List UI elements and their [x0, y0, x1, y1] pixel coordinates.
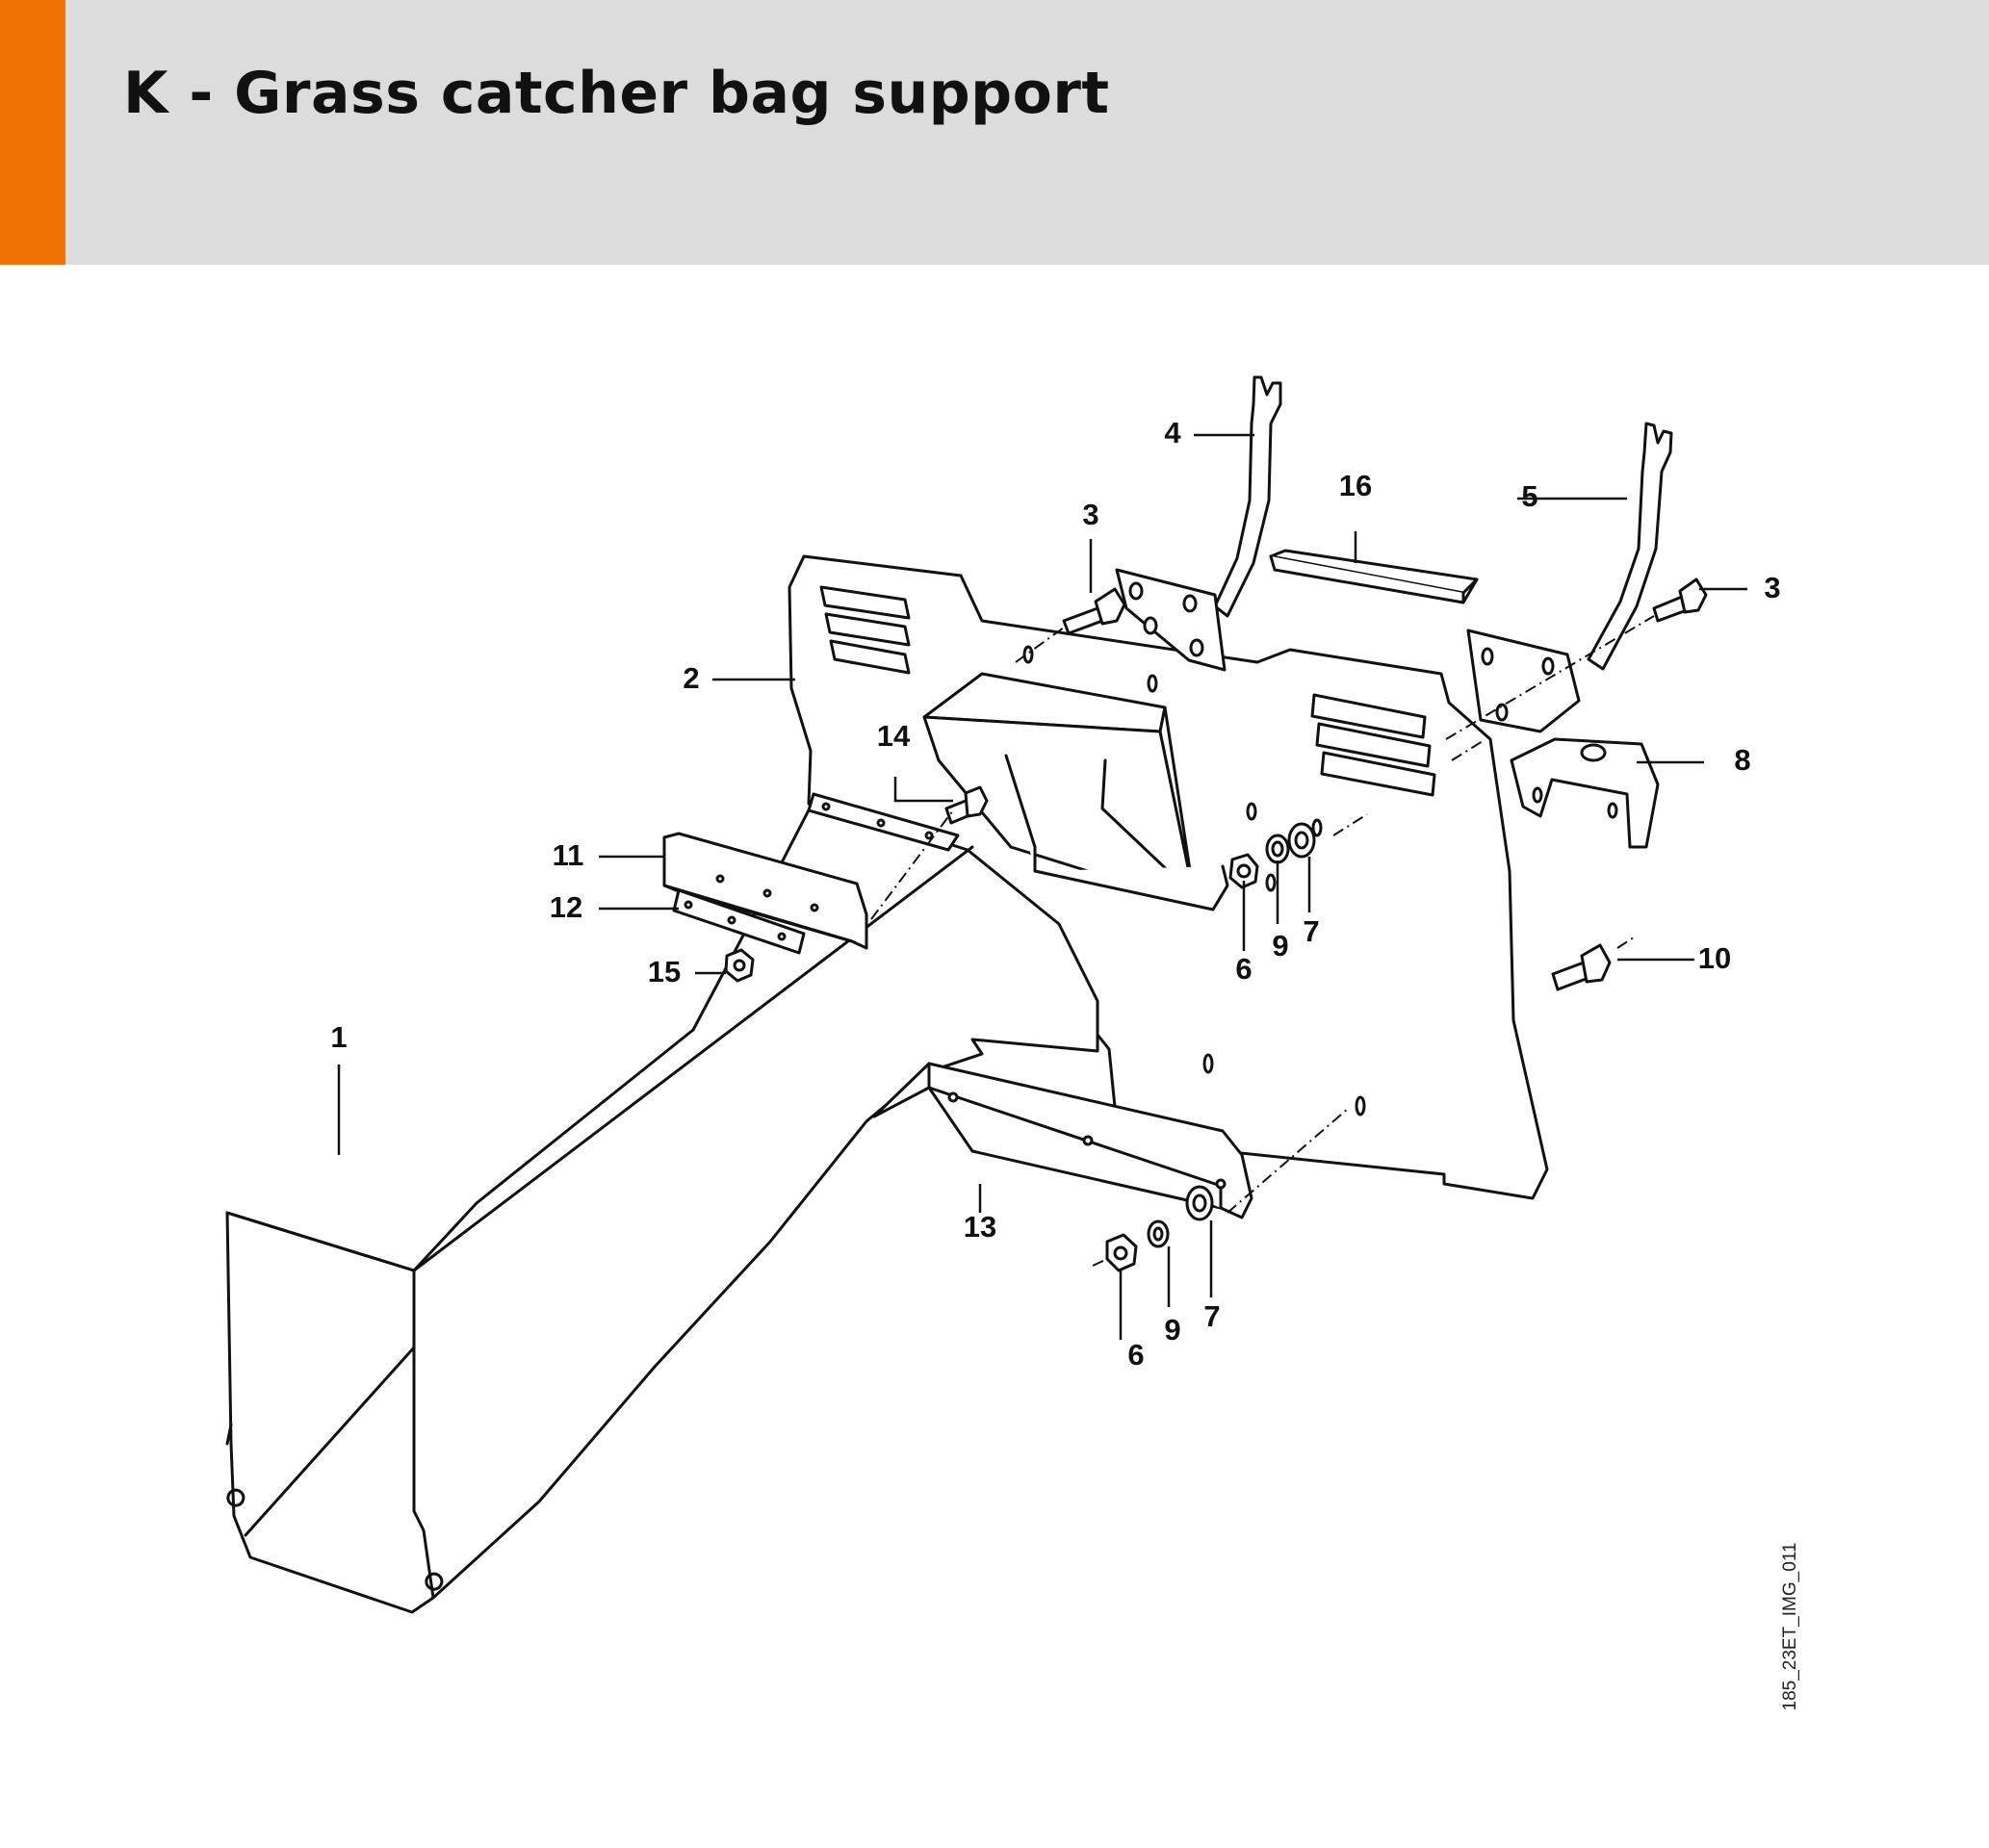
callout-3-right: 3 [1764, 571, 1780, 604]
page-title: K - Grass catcher bag support [123, 60, 1110, 127]
arm-bracket-right [1466, 629, 1581, 733]
callout-7-lower: 7 [1203, 1299, 1220, 1333]
bolt-14 [944, 785, 989, 825]
accent-bar [0, 0, 65, 265]
header-band [0, 0, 1989, 265]
clamp-strip-12 [672, 888, 806, 955]
callout-6-upper: 6 [1235, 952, 1252, 986]
grass-catcher-bag [225, 799, 1099, 1614]
callout-3-left: 3 [1082, 498, 1098, 531]
support-arm-left [1213, 375, 1282, 618]
callout-15: 15 [648, 955, 681, 988]
bolt-10 [1551, 943, 1612, 991]
support-arm-right [1587, 422, 1673, 671]
callout-6-lower: 6 [1127, 1338, 1144, 1372]
callout-9-lower: 9 [1164, 1313, 1180, 1347]
callout-10: 10 [1698, 941, 1731, 975]
callout-16: 16 [1339, 469, 1372, 502]
angle-bracket-8 [1510, 737, 1660, 849]
callout-7-upper: 7 [1303, 914, 1319, 948]
callout-8: 8 [1734, 743, 1750, 777]
bolt-3-left [1062, 587, 1126, 635]
callout-2: 2 [683, 661, 699, 695]
callout-12: 12 [550, 890, 582, 924]
bolt-3-right [1652, 578, 1708, 623]
callout-13: 13 [964, 1210, 996, 1244]
image-code-text: 185_23ET_IMG_011 [1780, 1542, 1800, 1711]
callout-9-upper: 9 [1272, 929, 1288, 962]
callout-11: 11 [553, 838, 584, 872]
callout-4: 4 [1164, 416, 1181, 449]
callout-5: 5 [1521, 479, 1537, 513]
callout-1: 1 [330, 1020, 347, 1054]
callout-14: 14 [877, 719, 911, 753]
